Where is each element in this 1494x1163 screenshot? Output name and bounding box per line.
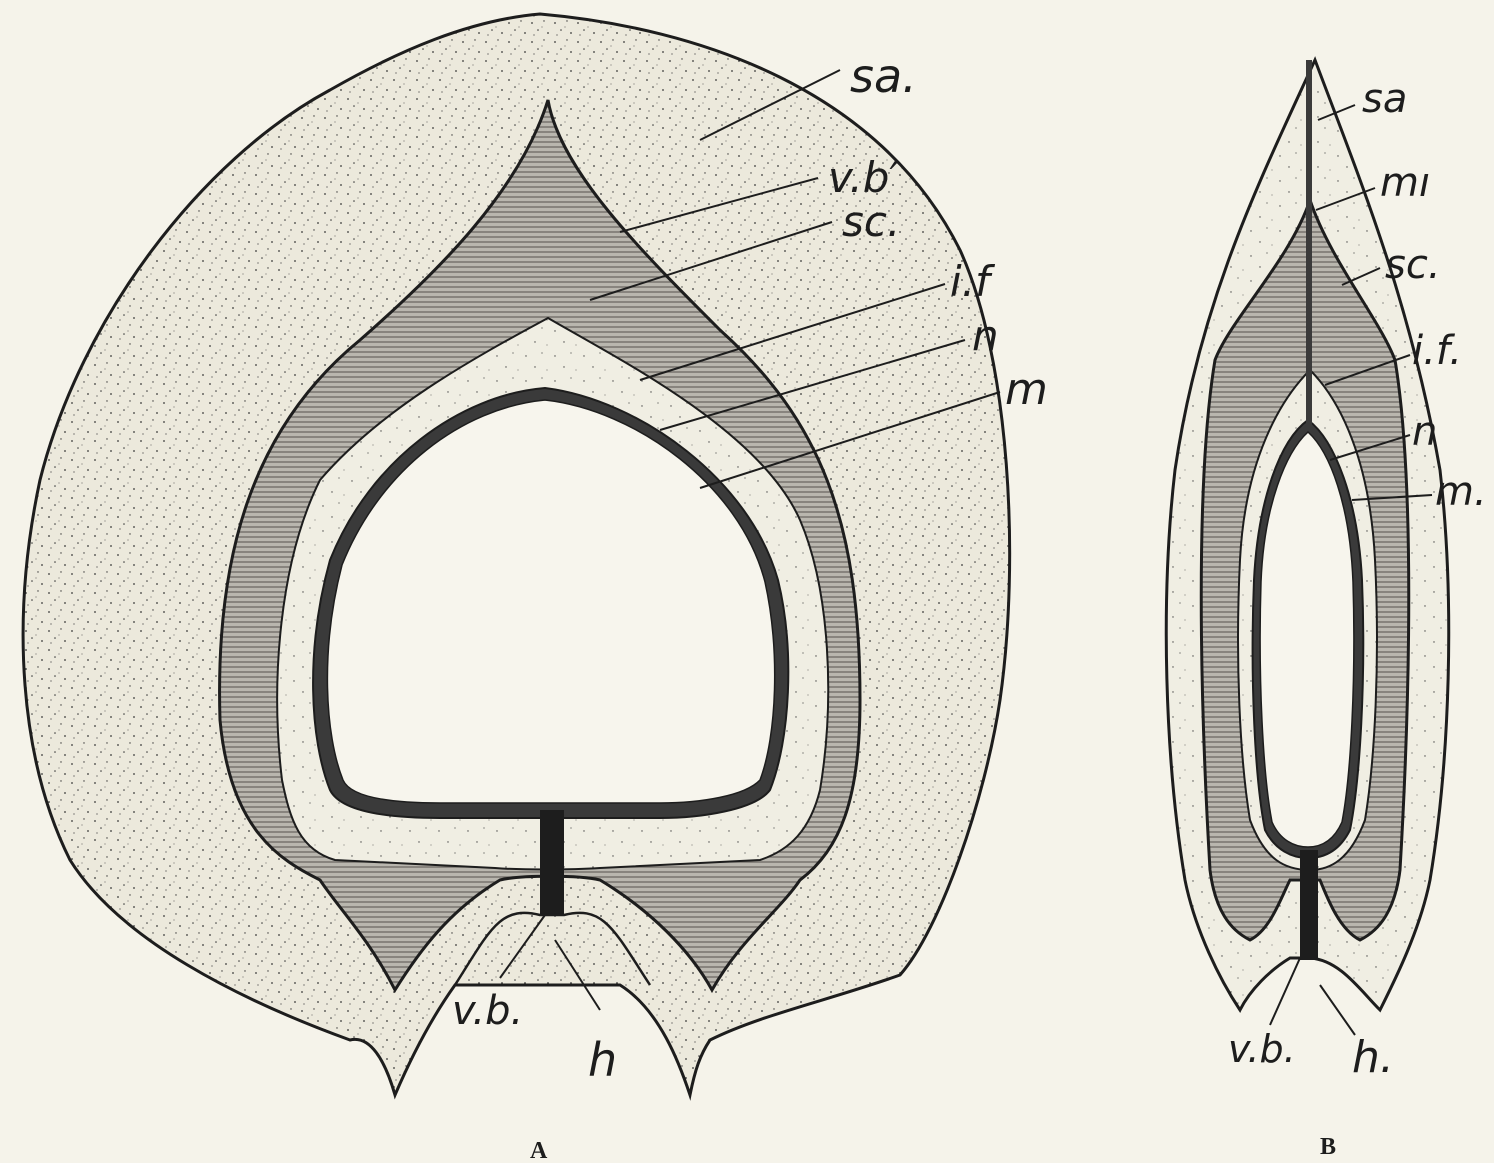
label-a-h: h bbox=[588, 1033, 617, 1087]
label-a-n: n bbox=[972, 311, 999, 360]
label-b-sc: sc. bbox=[1385, 242, 1441, 288]
panel-b-hilum-canal bbox=[1300, 850, 1318, 960]
panel-a-hilum-canal bbox=[540, 810, 564, 915]
panel-b-caption: B bbox=[1320, 1134, 1336, 1160]
panel-a-caption: A bbox=[530, 1138, 548, 1163]
label-b-mi: mı bbox=[1380, 160, 1430, 206]
label-b-m: m. bbox=[1435, 469, 1487, 515]
label-b-n: n bbox=[1412, 409, 1437, 455]
label-b-sa: sa bbox=[1362, 76, 1407, 122]
label-a-if: i.f bbox=[950, 257, 996, 306]
label-a-vb-prime: v.b′ bbox=[828, 153, 899, 202]
label-a-vb: v.b. bbox=[452, 988, 523, 1034]
panel-b-micropyle bbox=[1306, 60, 1312, 430]
label-a-m: m bbox=[1005, 364, 1048, 415]
label-a-sa: sa. bbox=[850, 49, 917, 103]
label-b-vb: v.b. bbox=[1228, 1027, 1296, 1071]
label-b-h: h. bbox=[1352, 1032, 1394, 1083]
label-a-sc: sc. bbox=[842, 197, 900, 246]
panel-b-megaspore bbox=[1260, 432, 1354, 847]
leader-b-h bbox=[1320, 985, 1355, 1035]
label-b-if: i.f. bbox=[1412, 328, 1462, 374]
